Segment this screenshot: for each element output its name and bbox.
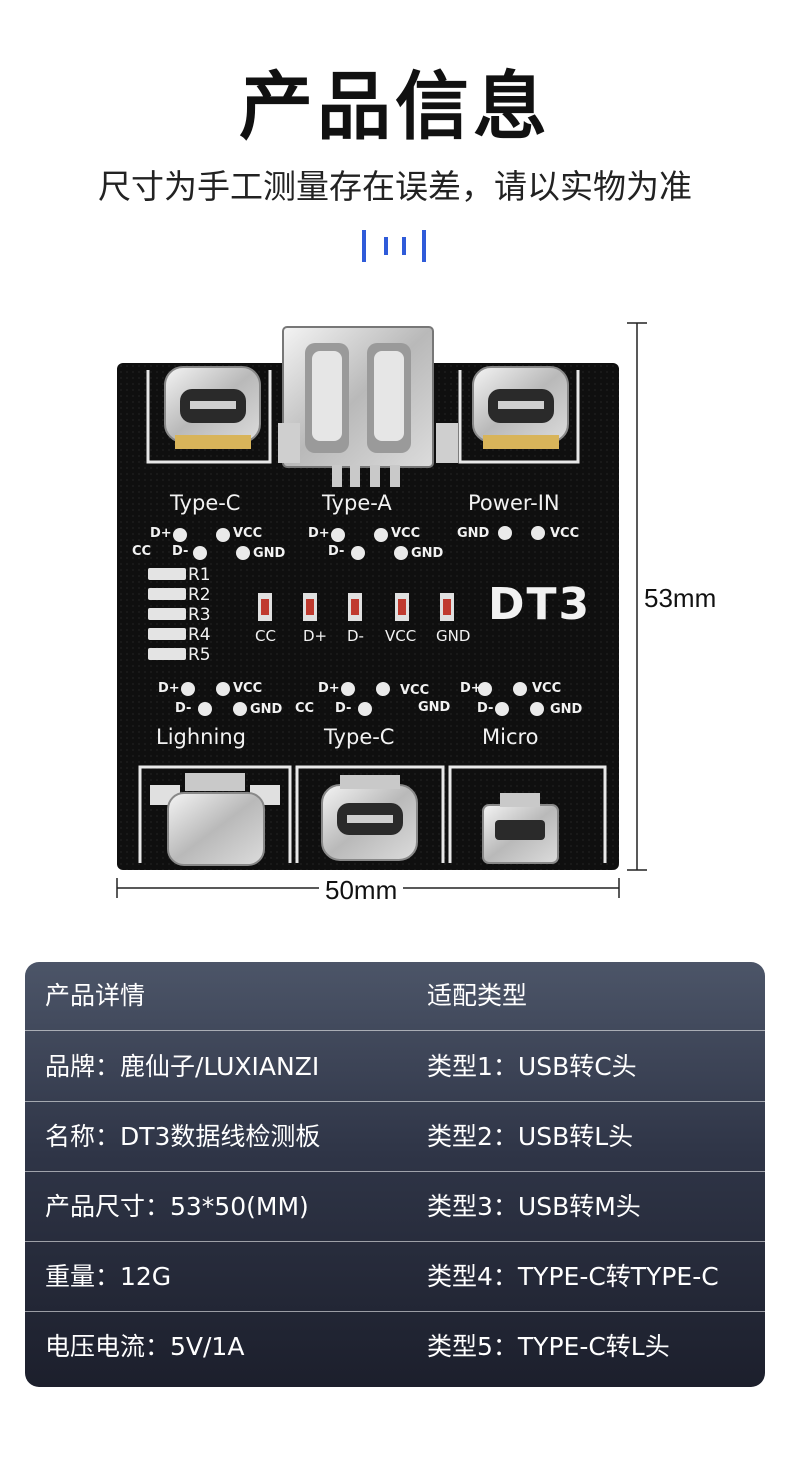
port-power-in	[472, 366, 569, 449]
table-cell: 类型4：TYPE-C转TYPE-C	[427, 1262, 719, 1291]
table-cell: 类型3：USB转M头	[427, 1192, 641, 1221]
pin-label: VCC	[550, 526, 580, 541]
table-cell: 类型5：TYPE-C转L头	[427, 1332, 670, 1361]
port-type-c-bottom	[321, 775, 418, 861]
pin-label: D-	[328, 544, 345, 559]
port-type-c-top	[164, 366, 261, 449]
led-label: VCC	[385, 627, 417, 645]
port-lightning	[150, 773, 280, 866]
port-micro	[482, 793, 559, 864]
page-subtitle: 尺寸为手工测量存在误差，请以实物为准	[98, 167, 692, 206]
pin-label: VCC	[233, 526, 263, 541]
pin-label: D-	[172, 544, 189, 559]
table-cell: 产品尺寸：53*50(MM)	[45, 1192, 309, 1221]
pin-label: GND	[411, 546, 444, 561]
table-cell: 类型1：USB转C头	[427, 1052, 637, 1081]
pin-label: VCC	[233, 681, 263, 696]
table-header-right: 适配类型	[427, 981, 528, 1010]
resistor-label: R1	[188, 565, 211, 585]
label-type-c-bottom: Type-C	[324, 725, 395, 749]
pin-label: D+	[460, 681, 482, 696]
led-label: D+	[303, 627, 328, 645]
pin-label: GND	[250, 702, 283, 717]
pin-label: D+	[308, 526, 330, 541]
pcb-board	[117, 363, 619, 870]
table-row: 重量：12G 类型4：TYPE-C转TYPE-C	[25, 1243, 765, 1312]
table-cell: 品牌：鹿仙子/LUXIANZI	[45, 1052, 320, 1081]
led-label: D-	[347, 627, 364, 645]
pin-label: CC	[295, 701, 315, 716]
table-row: 产品尺寸：53*50(MM) 类型3：USB转M头	[25, 1173, 765, 1242]
spec-table: 产品详情 适配类型 品牌：鹿仙子/LUXIANZI 类型1：USB转C头 名称：…	[25, 962, 765, 1387]
resistor-label: R2	[188, 585, 211, 605]
pin-label: GND	[550, 702, 583, 717]
port-type-a	[278, 326, 458, 487]
table-header-row: 产品详情 适配类型	[25, 962, 765, 1031]
table-cell: 重量：12G	[45, 1262, 172, 1291]
pin-label: D+	[150, 526, 172, 541]
led-label: GND	[436, 627, 471, 645]
label-type-c-top: Type-C	[170, 491, 241, 515]
decorative-bars-icon	[362, 230, 426, 262]
label-lightning: Lighning	[156, 725, 246, 749]
pin-label: GND	[418, 700, 451, 715]
table-cell: 名称：DT3数据线检测板	[45, 1122, 321, 1151]
pin-label: GND	[457, 526, 490, 541]
board-drawing	[116, 322, 647, 898]
resistor-label: R5	[188, 645, 211, 665]
resistor-label: R3	[188, 605, 211, 625]
label-micro: Micro	[482, 725, 539, 749]
pin-label: VCC	[532, 681, 562, 696]
product-board-image: Type-C Type-A Power-IN D+ VCC CC D- GND …	[100, 315, 740, 915]
table-cell: 电压电流：5V/1A	[45, 1332, 245, 1361]
table-row: 品牌：鹿仙子/LUXIANZI 类型1：USB转C头	[25, 1033, 765, 1102]
dimension-height: 53mm	[638, 585, 723, 611]
pin-label: D-	[175, 701, 192, 716]
pin-label: D-	[477, 701, 494, 716]
dimension-width: 50mm	[319, 877, 404, 903]
label-power-in: Power-IN	[468, 491, 560, 515]
pin-label: D+	[318, 681, 340, 696]
table-header-left: 产品详情	[45, 981, 146, 1010]
label-type-a: Type-A	[322, 491, 392, 515]
table-row: 电压电流：5V/1A 类型5：TYPE-C转L头	[25, 1313, 765, 1381]
resistor-label: R4	[188, 625, 211, 645]
table-row: 名称：DT3数据线检测板 类型2：USB转L头	[25, 1103, 765, 1172]
pin-label: D+	[158, 681, 180, 696]
page-title: 产品信息	[239, 64, 551, 150]
table-cell: 类型2：USB转L头	[427, 1122, 634, 1151]
pin-label: GND	[253, 546, 286, 561]
pin-label: D-	[335, 701, 352, 716]
board-model-label: DT3	[488, 579, 592, 630]
led-label: CC	[255, 627, 276, 645]
pin-label: VCC	[400, 683, 430, 698]
pin-label: VCC	[391, 526, 421, 541]
pin-label: CC	[132, 544, 152, 559]
